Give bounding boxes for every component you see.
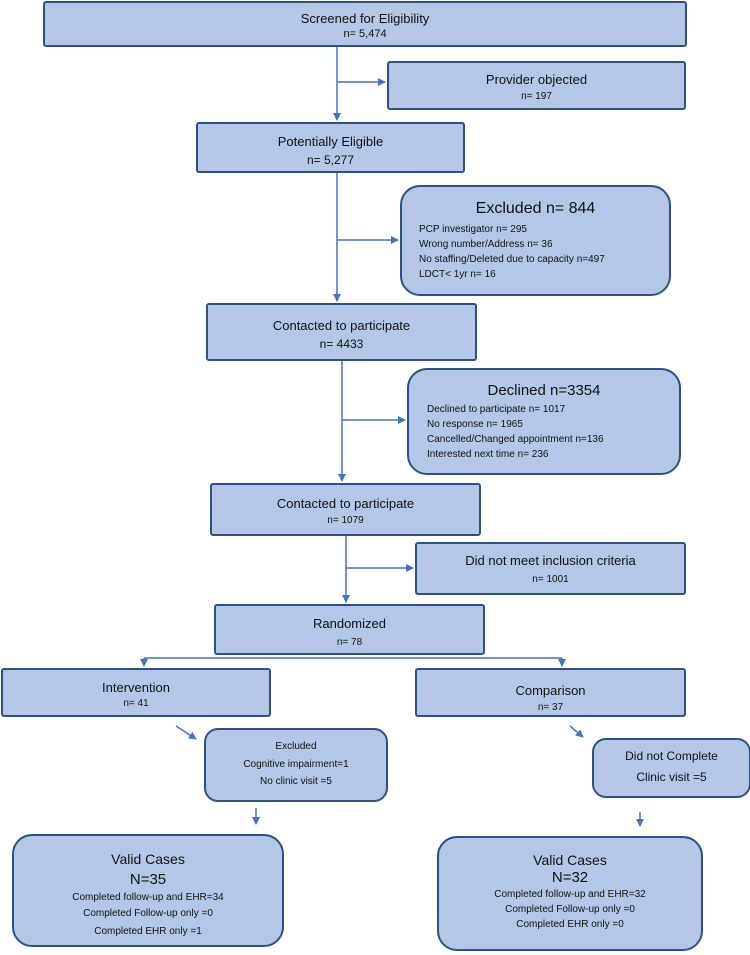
comparison-count: n= 37	[537, 702, 564, 713]
screened-box: Screened for Eligibility n= 5,474	[43, 1, 687, 47]
declined-box: Declined n=3354 Declined to participate …	[407, 368, 681, 475]
did-not-complete-title: Did not Complete	[625, 749, 718, 763]
excluded-intervention-box: Excluded Cognitive impairment=1 No clini…	[204, 728, 388, 802]
valid-cases-comparison-item: Completed EHR only =0	[516, 919, 624, 930]
contacted-2-count: n= 1079	[327, 515, 364, 526]
declined-item: No response n= 1965	[427, 419, 523, 430]
did-not-complete-box: Did not Complete Clinic visit =5	[592, 738, 750, 798]
declined-item: Interested next time n= 236	[427, 449, 549, 460]
valid-cases-comparison-count: N=32	[551, 869, 589, 886]
excluded-844-item: PCP investigator n= 295	[419, 224, 527, 235]
declined-item: Declined to participate n= 1017	[427, 404, 566, 415]
valid-cases-comparison-title: Valid Cases	[533, 852, 607, 868]
contacted-1-title: Contacted to participate	[272, 318, 411, 333]
randomized-box: Randomized n= 78	[214, 604, 485, 655]
comparison-box: Comparison n= 37	[415, 668, 686, 717]
not-meet-criteria-count: n= 1001	[532, 574, 569, 585]
potentially-eligible-count: n= 5,277	[306, 153, 355, 167]
contacted-2-box: Contacted to participate n= 1079	[210, 483, 481, 536]
provider-objected-count: n= 197	[521, 91, 552, 102]
screened-count: n= 5,474	[343, 28, 387, 40]
contacted-2-title: Contacted to participate	[276, 496, 415, 511]
excluded-844-item: No staffing/Deleted due to capacity n=49…	[419, 254, 605, 265]
comparison-title: Comparison	[515, 683, 586, 698]
valid-cases-comparison-item: Completed follow-up and EHR=32	[494, 889, 646, 900]
intervention-box: Intervention n= 41	[1, 668, 271, 717]
potentially-eligible-title: Potentially Eligible	[277, 134, 384, 149]
valid-cases-comparison-item: Completed Follow-up only =0	[505, 904, 635, 915]
valid-cases-comparison-box: Valid Cases N=32 Completed follow-up and…	[437, 836, 703, 951]
excluded-844-title: Excluded n= 844	[475, 200, 596, 217]
excluded-intervention-title: Excluded	[275, 741, 317, 752]
valid-cases-intervention-item: Completed EHR only =1	[94, 926, 202, 937]
potentially-eligible-box: Potentially Eligible n= 5,277	[196, 122, 465, 173]
randomized-title: Randomized	[313, 616, 386, 631]
declined-title: Declined n=3354	[487, 382, 601, 399]
provider-objected-title: Provider objected	[485, 72, 588, 87]
intervention-title: Intervention	[102, 680, 170, 695]
screened-title: Screened for Eligibility	[300, 11, 430, 26]
intervention-count: n= 41	[123, 698, 149, 709]
randomized-count: n= 78	[336, 637, 363, 648]
valid-cases-intervention-count: N=35	[129, 871, 167, 888]
contacted-1-count: n= 4433	[319, 337, 364, 351]
did-not-complete-line: Clinic visit =5	[636, 770, 707, 784]
valid-cases-intervention-item: Completed follow-up and EHR=34	[72, 892, 224, 903]
provider-objected-box: Provider objected n= 197	[387, 61, 686, 110]
excluded-844-item: LDCT< 1yr n= 16	[419, 269, 496, 280]
valid-cases-intervention-title: Valid Cases	[111, 851, 185, 867]
not-meet-criteria-title: Did not meet inclusion criteria	[465, 553, 636, 568]
valid-cases-intervention-item: Completed Follow-up only =0	[83, 908, 213, 919]
excluded-844-item: Wrong number/Address n= 36	[419, 239, 553, 250]
declined-item: Cancelled/Changed appointment n=136	[427, 434, 604, 445]
valid-cases-intervention-box: Valid Cases N=35 Completed follow-up and…	[12, 834, 284, 947]
not-meet-criteria-box: Did not meet inclusion criteria n= 1001	[415, 542, 686, 595]
excluded-intervention-line: No clinic visit =5	[260, 776, 332, 787]
excluded-844-box: Excluded n= 844 PCP investigator n= 295 …	[400, 185, 671, 296]
contacted-1-box: Contacted to participate n= 4433	[206, 303, 477, 361]
excluded-intervention-line: Cognitive impairment=1	[243, 759, 349, 770]
